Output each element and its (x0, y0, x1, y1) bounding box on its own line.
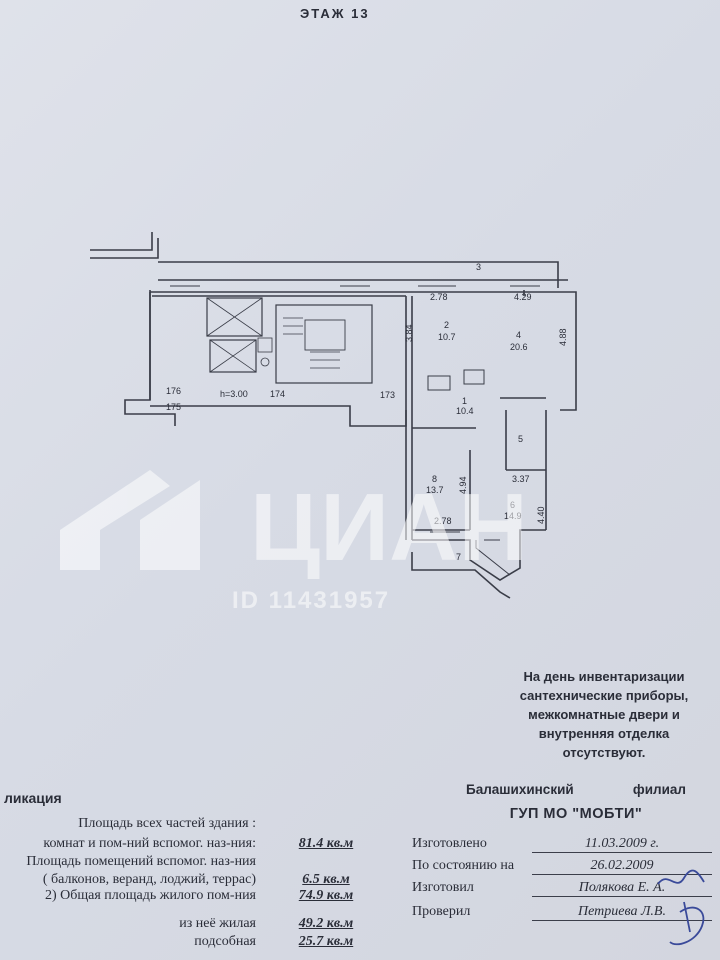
room-8-area: 13.7 (426, 485, 444, 495)
room-2-label: 2 (444, 320, 449, 330)
area-label: из неё жилая (179, 916, 256, 931)
room-4-label: 4 (516, 330, 521, 340)
room-6-area: 14.9 (504, 511, 522, 521)
dimension-label: 2.78 (434, 516, 452, 526)
watermark: ЦИАН ID 11431957 (60, 470, 528, 614)
room-7-label: 7 (456, 552, 461, 562)
area-value: 74.9 кв.м (298, 888, 354, 903)
note-line: межкомнатные двери и (528, 707, 680, 722)
dimension-label: 4.40 (536, 506, 546, 524)
branch-kind: филиал (632, 782, 686, 797)
area-value: 49.2 кв.м (298, 916, 354, 931)
area-value: 81.4 кв.м (298, 836, 354, 851)
area-value: 25.7 кв.м (298, 934, 354, 949)
area-label: ( балконов, веранд, лоджий, террас) (42, 872, 256, 887)
area-label: Площадь всех частей здания : (78, 816, 256, 831)
record-value: 11.03.2009 г. (532, 836, 712, 853)
inventory-note: На день инвентаризации сантехнические пр… (488, 667, 720, 762)
record-value: Полякова Е. А. (532, 880, 712, 897)
note-line: отсутствуют. (562, 745, 646, 760)
dimension-label: 4.29 (514, 292, 532, 302)
plan-walls (90, 232, 577, 599)
area-label: комнат и пом-ний вспомог. наз-ния: (43, 836, 256, 851)
record-value: 26.02.2009 (532, 858, 712, 875)
floor-title: ЭТАЖ 13 (300, 6, 370, 21)
record-value: Петриева Л.В. (532, 904, 712, 921)
ceiling-height-label: h=3.00 (220, 389, 248, 399)
branch-city: Балашихинский (466, 782, 574, 797)
dimension-label: 3.37 (512, 474, 530, 484)
watermark-brand: ЦИАН (250, 474, 528, 581)
room-1-label: 1 (462, 396, 467, 406)
area-value: 6.5 кв.м (302, 872, 350, 887)
room-4-area: 20.6 (510, 342, 528, 352)
common-area-label: 173 (380, 390, 395, 400)
house-logo-icon (60, 470, 200, 570)
area-label: подсобная (194, 934, 256, 949)
dimension-label: 3.84 (404, 324, 414, 342)
explication-heading: ликация (4, 790, 62, 806)
room-5-label: 5 (518, 434, 523, 444)
record-key: Изготовил (412, 880, 474, 895)
area-label: 2) Общая площадь жилого пом-ния (44, 888, 256, 903)
record-key: По состоянию на (412, 858, 515, 873)
room-2-area: 10.7 (438, 332, 456, 342)
signature-mark (657, 869, 705, 946)
dimension-label: 2.78 (430, 292, 448, 302)
plan-labels: 3 2.78 4.29 2 10.7 4 20.6 3.84 4.88 1 10… (166, 262, 568, 562)
common-area-label: 174 (270, 389, 285, 399)
branch-org: ГУП МО "МОБТИ" (509, 806, 643, 822)
record-key: Изготовлено (412, 836, 487, 851)
room-6-label: 6 (510, 500, 515, 510)
note-line: внутренняя отделка (538, 726, 670, 741)
note-line: На день инвентаризации (523, 669, 685, 684)
common-area-label: 175 (166, 402, 181, 412)
note-line: сантехнические приборы, (519, 688, 689, 703)
watermark-id: ID 11431957 (232, 587, 390, 614)
area-label: Площадь помещений вспомог. наз-ния (26, 854, 256, 869)
room-3-label: 3 (476, 262, 481, 272)
room-1-area: 10.4 (456, 406, 474, 416)
dimension-label: 4.94 (458, 476, 468, 494)
common-area-label: 176 (166, 386, 181, 396)
room-8-label: 8 (432, 474, 437, 484)
record-key: Проверил (412, 904, 471, 919)
branch-block: Балашихинский филиал ГУП МО "МОБТИ" (466, 780, 686, 824)
dimension-label: 4.88 (558, 328, 568, 346)
